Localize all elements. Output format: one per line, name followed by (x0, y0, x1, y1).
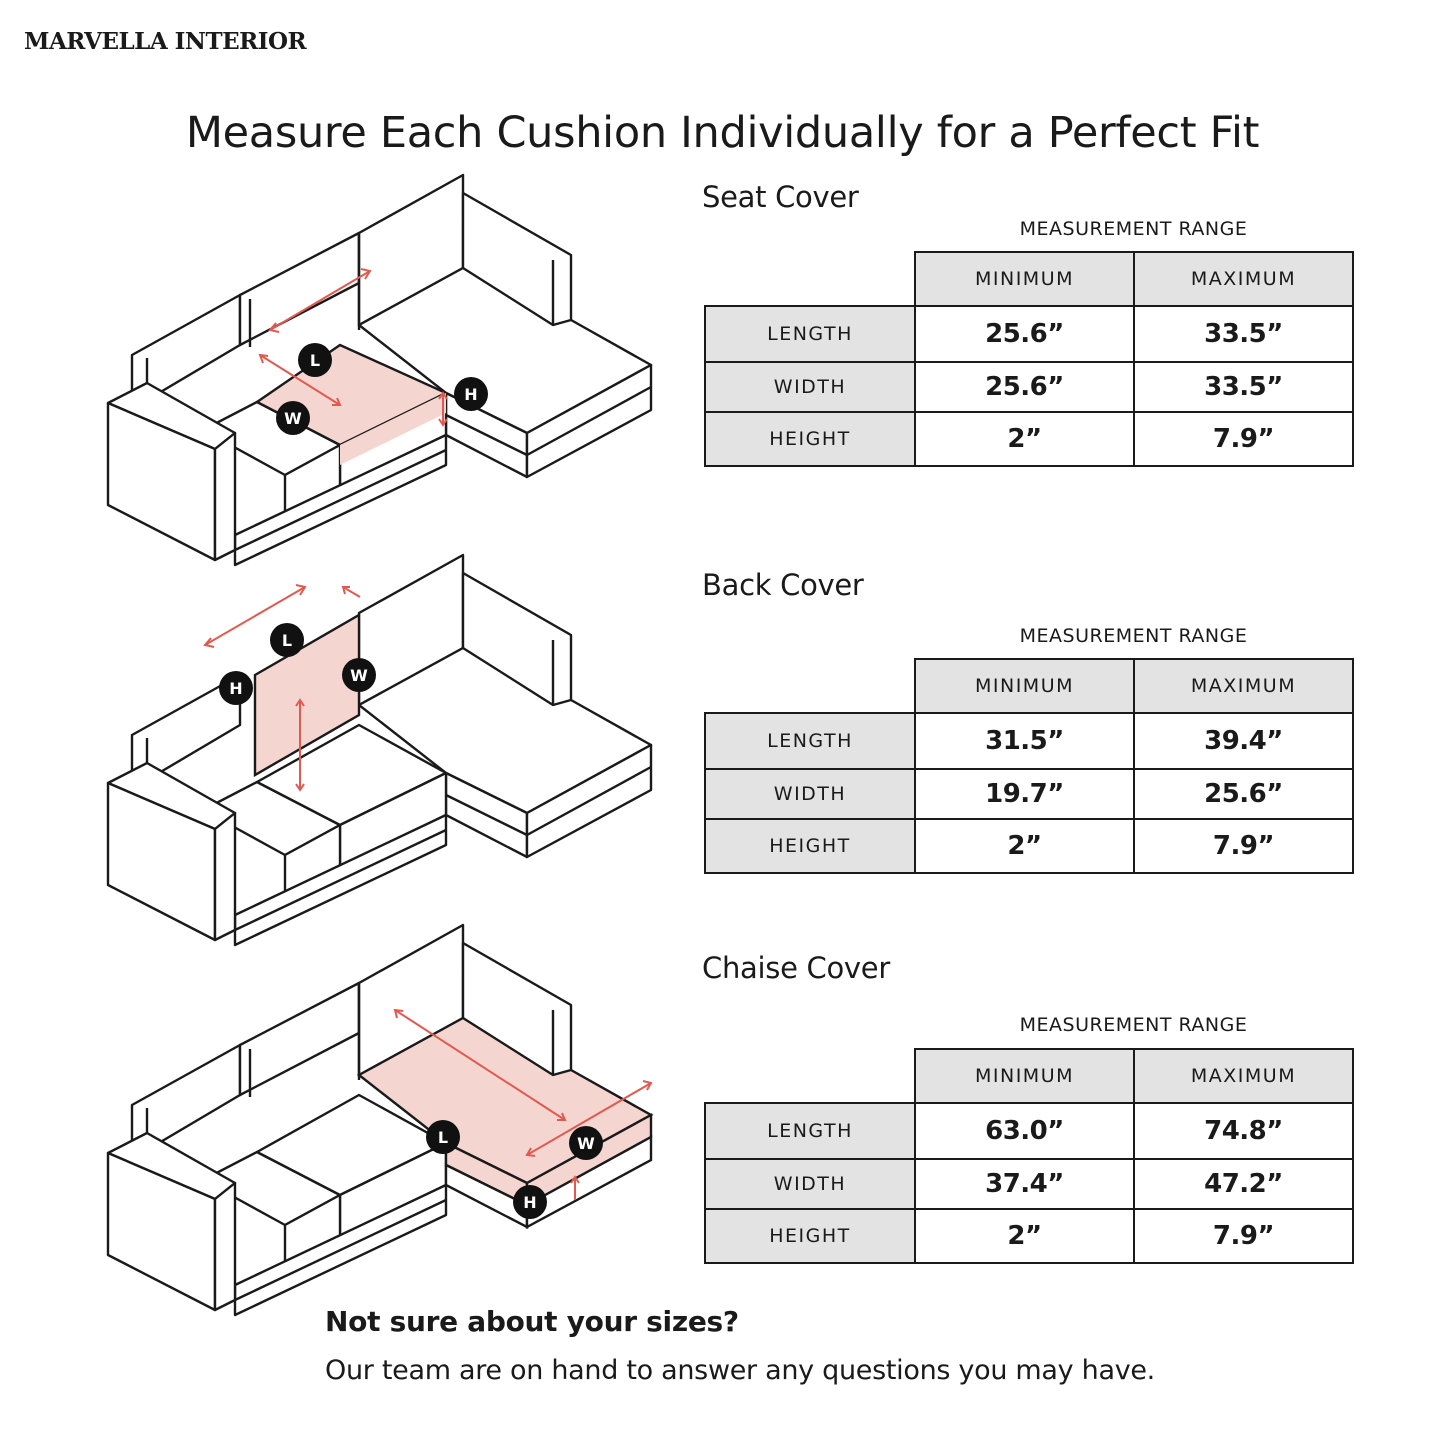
width-marker: W (569, 1126, 603, 1160)
column-header-maximum: MAXIMUM (1133, 1048, 1354, 1104)
table-row: HEIGHT 2” 7.9” (704, 1208, 1354, 1264)
seat-cushion-diagram: L W H (106, 173, 653, 567)
table-row: LENGTH 25.6” 33.5” (704, 305, 1354, 363)
chaise-cover-table: MINIMUM MAXIMUM LENGTH 63.0” 74.8” WIDTH… (704, 1048, 1354, 1264)
row-label: HEIGHT (704, 411, 916, 467)
help-heading: Not sure about your sizes? (325, 1305, 739, 1338)
table-row: HEIGHT 2” 7.9” (704, 411, 1354, 467)
table-row: WIDTH 37.4” 47.2” (704, 1158, 1354, 1210)
row-label: LENGTH (704, 1102, 916, 1160)
row-label: WIDTH (704, 361, 916, 413)
brand-logo: MARVELLA INTERIOR (24, 28, 307, 55)
chaise-cushion-diagram: L W H (106, 923, 654, 1317)
height-marker: H (219, 671, 253, 705)
table-row: LENGTH 31.5” 39.4” (704, 712, 1354, 770)
max-value: 39.4” (1133, 712, 1354, 770)
height-marker: H (513, 1185, 547, 1219)
min-value: 37.4” (914, 1158, 1135, 1210)
svg-text:W: W (577, 1134, 595, 1153)
row-label: WIDTH (704, 768, 916, 820)
max-value: 7.9” (1133, 818, 1354, 874)
svg-text:H: H (464, 385, 477, 404)
back-cover-table: MINIMUM MAXIMUM LENGTH 31.5” 39.4” WIDTH… (704, 658, 1354, 874)
min-value: 25.6” (914, 305, 1135, 363)
table-row: WIDTH 25.6” 33.5” (704, 361, 1354, 413)
max-value: 33.5” (1133, 305, 1354, 363)
row-label: LENGTH (704, 305, 916, 363)
table-row: HEIGHT 2” 7.9” (704, 818, 1354, 874)
column-header-minimum: MINIMUM (914, 1048, 1135, 1104)
min-value: 2” (914, 411, 1135, 467)
back-cushion-diagram: L W H (106, 553, 653, 947)
row-label: LENGTH (704, 712, 916, 770)
chaise-range-label: MEASUREMENT RANGE (1019, 1014, 1248, 1036)
svg-text:H: H (523, 1193, 536, 1212)
max-value: 25.6” (1133, 768, 1354, 820)
help-text: Our team are on hand to answer any quest… (325, 1355, 1155, 1386)
max-value: 74.8” (1133, 1102, 1354, 1160)
seat-cover-table: MINIMUM MAXIMUM LENGTH 25.6” 33.5” WIDTH… (704, 251, 1354, 467)
max-value: 7.9” (1133, 1208, 1354, 1264)
width-marker: W (276, 401, 310, 435)
column-header-minimum: MINIMUM (914, 251, 1135, 307)
height-marker: H (454, 377, 488, 411)
length-marker: L (298, 343, 332, 377)
back-cover-title: Back Cover (702, 568, 864, 602)
svg-text:W: W (284, 409, 302, 428)
length-marker: L (426, 1120, 460, 1154)
page-title: Measure Each Cushion Individually for a … (185, 108, 1260, 158)
svg-text:L: L (310, 351, 320, 370)
min-value: 19.7” (914, 768, 1135, 820)
min-value: 2” (914, 818, 1135, 874)
width-marker: W (342, 658, 376, 692)
max-value: 7.9” (1133, 411, 1354, 467)
column-header-maximum: MAXIMUM (1133, 658, 1354, 714)
row-label: HEIGHT (704, 818, 916, 874)
length-marker: L (270, 623, 304, 657)
svg-text:W: W (350, 666, 368, 685)
row-label: WIDTH (704, 1158, 916, 1210)
column-header-maximum: MAXIMUM (1133, 251, 1354, 307)
table-row: LENGTH 63.0” 74.8” (704, 1102, 1354, 1160)
column-header-minimum: MINIMUM (914, 658, 1135, 714)
min-value: 25.6” (914, 361, 1135, 413)
seat-range-label: MEASUREMENT RANGE (1019, 218, 1248, 240)
max-value: 47.2” (1133, 1158, 1354, 1210)
min-value: 31.5” (914, 712, 1135, 770)
back-range-label: MEASUREMENT RANGE (1019, 625, 1248, 647)
min-value: 2” (914, 1208, 1135, 1264)
table-row: WIDTH 19.7” 25.6” (704, 768, 1354, 820)
svg-text:L: L (438, 1128, 448, 1147)
max-value: 33.5” (1133, 361, 1354, 413)
min-value: 63.0” (914, 1102, 1135, 1160)
seat-cover-title: Seat Cover (702, 180, 859, 214)
svg-text:H: H (229, 679, 242, 698)
row-label: HEIGHT (704, 1208, 916, 1264)
chaise-cover-title: Chaise Cover (702, 951, 890, 985)
svg-text:L: L (282, 631, 292, 650)
